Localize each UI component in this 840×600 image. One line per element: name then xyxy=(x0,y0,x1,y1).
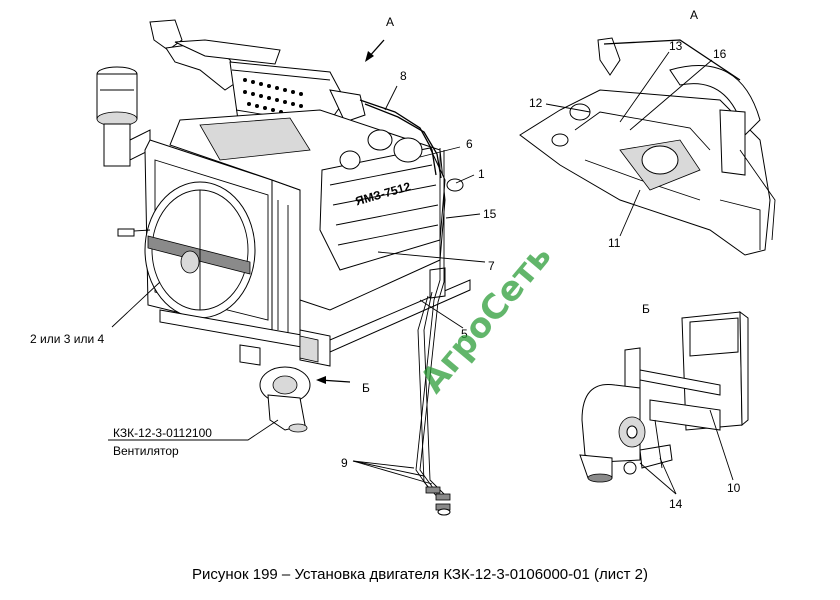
fan-name: Вентилятор xyxy=(113,444,179,458)
view-label-a-main: А xyxy=(386,15,394,29)
leader-lines xyxy=(108,85,486,485)
callout-9: 9 xyxy=(341,456,348,470)
radiator xyxy=(117,139,301,341)
engine-installation-drawing: ЯМЗ-7512 xyxy=(30,8,776,516)
callout-13: 13 xyxy=(669,39,683,53)
view-label-b-detail: Б xyxy=(642,302,650,316)
callout-10: 10 xyxy=(727,481,741,495)
view-label-a-detail: А xyxy=(690,8,698,22)
callout-5: 5 xyxy=(461,327,468,341)
pipe-bundle xyxy=(415,148,451,516)
callout-12: 12 xyxy=(529,96,543,110)
callout-6: 6 xyxy=(466,137,473,151)
callout-11: 11 xyxy=(608,236,621,250)
callout-15: 15 xyxy=(483,207,497,221)
callout-8: 8 xyxy=(400,69,407,83)
callout-14: 14 xyxy=(669,497,683,511)
callout-7: 7 xyxy=(488,259,495,273)
figure-caption: Рисунок 199 – Установка двигателя КЗК-12… xyxy=(192,566,648,583)
callout-1: 1 xyxy=(478,167,485,181)
detail-view-a xyxy=(519,37,776,256)
main-assembly-view: ЯМЗ-7512 xyxy=(96,19,471,516)
view-label-b-main: Б xyxy=(362,381,370,395)
callout-labels: А А Б Б 1 2 или 3 или 4 5 6 7 8 9 10 11 … xyxy=(30,8,741,511)
ventilator xyxy=(259,366,311,433)
callout-16: 16 xyxy=(713,47,727,61)
callout-2-3-4: 2 или 3 или 4 xyxy=(30,332,105,346)
air-filter xyxy=(96,66,151,167)
detail-view-b xyxy=(579,310,749,495)
fan-part-number: КЗК-12-3-0112100 xyxy=(113,426,212,440)
engine-block: ЯМЗ-7512 xyxy=(159,99,471,367)
